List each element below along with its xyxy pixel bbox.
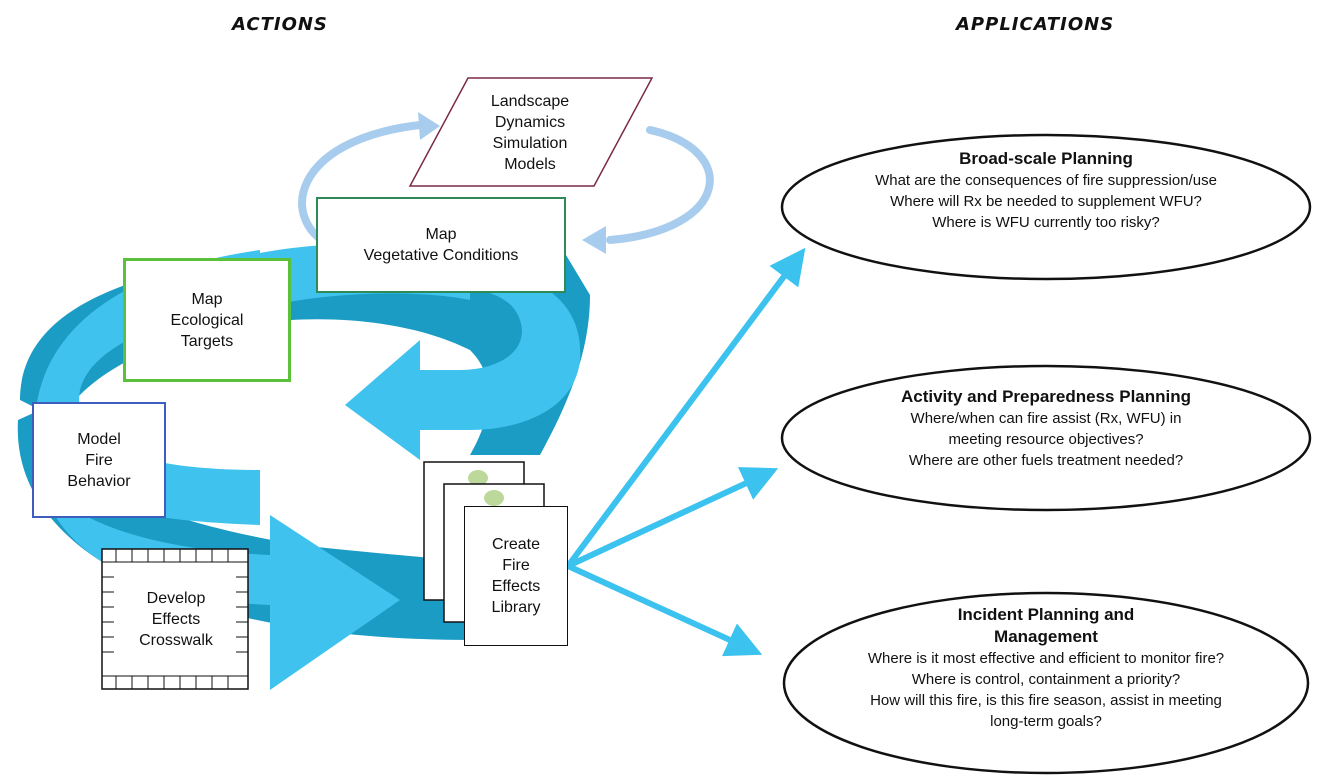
applications-heading: APPLICATIONS xyxy=(956,14,1115,35)
incident-line: Where is control, containment a priority… xyxy=(911,671,1181,688)
activity-text: Activity and Preparedness Planning Where… xyxy=(790,386,1302,471)
landscape-models-shape xyxy=(408,77,654,187)
map-vegetative-line: Vegetative Conditions xyxy=(363,247,519,264)
library-page-back-blob xyxy=(468,470,488,486)
incident-title: Incident Planning and xyxy=(957,605,1135,624)
broad-scale-text: Broad-scale Planning What are the conseq… xyxy=(790,148,1302,233)
activity-line: Where/when can fire assist (Rx, WFU) in xyxy=(910,410,1182,427)
activity-ellipse xyxy=(780,364,1312,512)
activity-line: Where are other fuels treatment needed? xyxy=(908,452,1184,469)
small-arrow-left-head xyxy=(418,112,440,140)
activity-title: Activity and Preparedness Planning xyxy=(900,387,1192,406)
create-library-line: Create xyxy=(491,536,541,553)
library-page-middle-blob xyxy=(484,490,504,506)
cycle-arrow-upper xyxy=(345,260,581,460)
model-fire-line: Behavior xyxy=(67,472,131,490)
incident-title: Management xyxy=(994,627,1098,646)
create-library-node: Create Fire Effects Library xyxy=(464,506,568,646)
small-arrow-left xyxy=(298,121,424,249)
map-ecological-line: Ecological xyxy=(170,311,244,329)
develop-effects-line: Develop xyxy=(146,589,206,607)
landscape-models-line: Landscape xyxy=(490,93,570,110)
broad-scale-title: Broad-scale Planning xyxy=(959,149,1133,168)
connector-broad-scale xyxy=(565,247,806,568)
map-vegetative-node: Map Vegetative Conditions xyxy=(316,197,566,293)
landscape-models-line: Dynamics xyxy=(494,114,566,131)
create-library-line: Effects xyxy=(491,578,541,595)
small-arrow-right-head xyxy=(582,226,606,254)
incident-line: How will this fire, is this fire season,… xyxy=(870,692,1222,709)
actions-heading: ACTIONS xyxy=(232,14,328,35)
broad-scale-line: Where is WFU currently too risky? xyxy=(932,214,1160,231)
landscape-models-node: Landscape Dynamics Simulation Models xyxy=(450,84,610,182)
incident-text: Incident Planning and Management Where i… xyxy=(790,604,1302,732)
landscape-models-line: Models xyxy=(504,156,556,173)
develop-effects-line: Crosswalk xyxy=(139,631,213,649)
model-fire-line: Fire xyxy=(85,451,113,469)
map-ecological-node: Map Ecological Targets xyxy=(123,258,291,382)
activity-line: meeting resource objectives? xyxy=(948,431,1144,448)
incident-ellipse xyxy=(782,591,1310,775)
incident-line: long-term goals? xyxy=(990,713,1102,730)
map-ecological-line: Map xyxy=(191,290,223,308)
small-arrow-right xyxy=(606,126,714,244)
model-fire-node: Model Fire Behavior xyxy=(32,402,166,518)
develop-effects-line: Effects xyxy=(151,610,201,628)
connector-activity xyxy=(566,467,779,569)
create-library-line: Library xyxy=(491,599,541,616)
broad-scale-ellipse xyxy=(780,133,1312,281)
model-fire-line: Model xyxy=(77,430,121,448)
connector-incident xyxy=(566,563,763,657)
broad-scale-line: Where will Rx be needed to supplement WF… xyxy=(890,193,1202,210)
incident-line: Where is it most effective and efficient… xyxy=(867,650,1225,667)
landscape-models-line: Simulation xyxy=(492,135,568,152)
crosswalk-grid-lines xyxy=(102,549,248,689)
develop-effects-node: Develop Effects Crosswalk xyxy=(116,563,236,675)
broad-scale-line: What are the consequences of fire suppre… xyxy=(875,172,1217,189)
map-vegetative-line: Map xyxy=(425,226,457,243)
map-ecological-line: Targets xyxy=(180,332,234,350)
create-library-line: Fire xyxy=(502,557,530,574)
